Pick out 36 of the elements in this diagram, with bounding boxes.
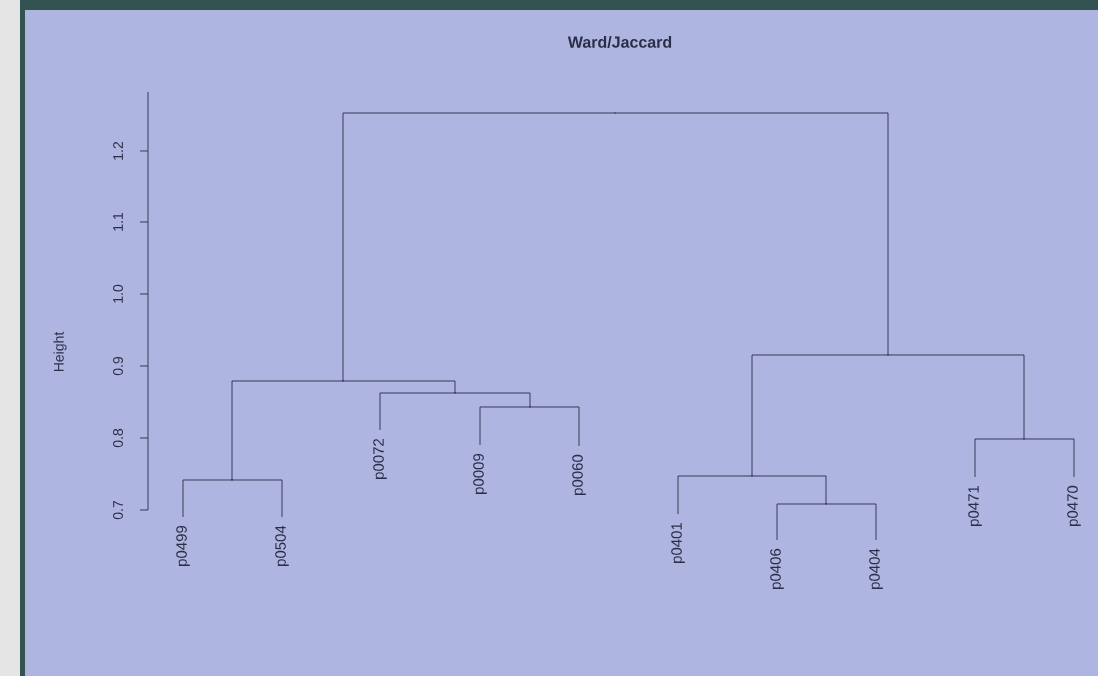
tick-label: 1.1 — [113, 212, 123, 231]
dendrogram-branch — [751, 475, 827, 505]
leaf-label: p0060 — [572, 454, 586, 495]
dendrogram-branch — [342, 112, 616, 382]
dendrogram-branch — [1023, 438, 1075, 478]
tick-label: 1.2 — [113, 141, 123, 160]
dendrogram-branch — [887, 354, 1025, 440]
dendrogram-branch — [974, 438, 1025, 478]
dendrogram-branch — [379, 392, 456, 431]
tick-label: 0.8 — [113, 428, 123, 448]
leaf-label: p0504 — [275, 525, 289, 566]
dendrogram-branch — [825, 503, 877, 541]
dendrogram-branch — [614, 112, 889, 356]
leaf-label: p0072 — [373, 438, 387, 479]
leaf-label: p0404 — [869, 548, 883, 589]
dendrogram-branch — [776, 503, 827, 541]
chart-title: Ward/Jaccard — [567, 36, 672, 48]
dendrogram-branch — [231, 380, 344, 481]
leaf-label: p0470 — [1067, 485, 1081, 526]
leaf-label: p0499 — [176, 525, 190, 566]
leaf-label: p0471 — [968, 485, 982, 526]
dendrogram-branch — [677, 475, 753, 515]
tick-label: 0.9 — [113, 356, 123, 376]
leaf-label: p0009 — [473, 453, 487, 494]
dendrogram-branch — [231, 479, 283, 518]
tick-label: 1.0 — [113, 284, 123, 303]
dendrogram-branch — [182, 479, 233, 518]
leaf-label: p0401 — [671, 522, 685, 563]
axis-title: Height — [53, 331, 67, 372]
dendrogram-branch — [479, 406, 531, 446]
tick-label: 0.7 — [113, 500, 123, 520]
dendrogram-branch — [751, 354, 889, 477]
dendrogram-branch — [454, 392, 531, 408]
dendrogram-branch — [529, 406, 580, 447]
dendrogram-branch — [342, 380, 456, 394]
leaf-label: p0406 — [770, 548, 784, 589]
